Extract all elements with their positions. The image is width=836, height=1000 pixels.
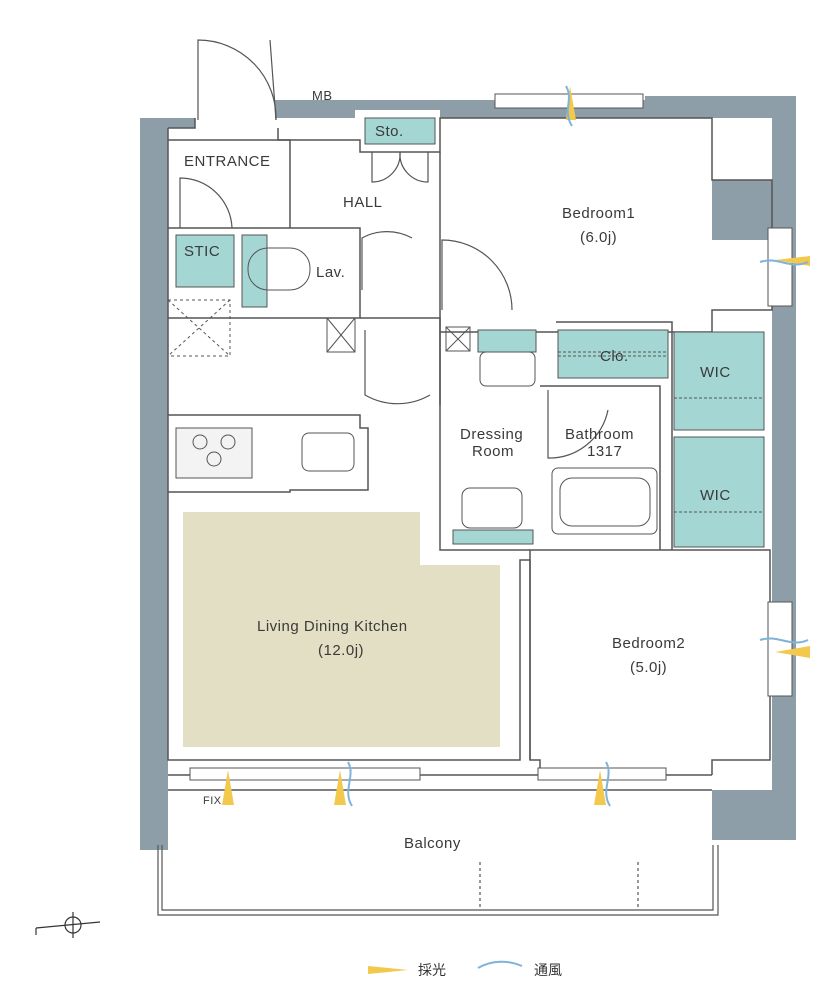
room-label-bathroom-1: Bathroom <box>565 426 635 443</box>
legend-light-label: 採光 <box>418 963 446 979</box>
room-label-lav: Lav. <box>316 264 346 281</box>
window-label-fix: FIX <box>203 795 222 807</box>
room-label-mb: MB <box>312 88 333 103</box>
wall-right <box>772 100 796 840</box>
dressing-top <box>477 329 537 353</box>
ventilation-markers <box>347 85 809 969</box>
dressing-bottom <box>452 529 534 545</box>
room-label-balcony: Balcony <box>404 835 461 852</box>
room-label-dressing-2: Room <box>472 443 515 460</box>
doors <box>179 39 609 459</box>
wic2-box <box>673 436 765 548</box>
stic-box <box>175 234 235 288</box>
room-size-bedroom2: (5.0j) <box>630 659 668 676</box>
room-label-bedroom1: Bedroom1 <box>562 205 636 222</box>
teal-fixtures <box>175 117 765 548</box>
wall-left <box>140 118 168 758</box>
room-label-hall: HALL <box>343 194 383 211</box>
balcony-rail <box>157 845 719 916</box>
compass-icon <box>35 912 101 938</box>
room-label-clo: Clo. <box>600 348 629 365</box>
room-size-bedroom1: (6.0j) <box>580 229 618 246</box>
ldk-floor <box>183 512 500 747</box>
wall-mb <box>275 100 355 118</box>
room-label-bathroom-2: 1317 <box>587 443 623 460</box>
room-label-entrance: ENTRANCE <box>184 153 271 170</box>
wall-top-left <box>140 118 195 128</box>
wall-left-lower <box>140 758 168 850</box>
wall-right-bottom <box>712 790 796 840</box>
wic1-box <box>673 331 765 431</box>
sto-box <box>364 117 436 145</box>
light-markers <box>222 86 810 974</box>
room-label-stic: STIC <box>184 243 221 260</box>
outer-walls <box>140 74 796 850</box>
room-label-ldk: Living Dining Kitchen <box>257 618 408 635</box>
room-label-wic-2: WIC <box>700 487 731 504</box>
clo-box <box>557 329 669 379</box>
room-label-wic-1: WIC <box>700 364 731 381</box>
lav-sink <box>241 234 268 308</box>
room-label-sto: Sto. <box>375 123 404 140</box>
room-size-ldk: (12.0j) <box>318 642 365 659</box>
room-label-bedroom2: Bedroom2 <box>612 635 686 652</box>
legend-ventilation-label: 通風 <box>534 963 562 979</box>
fixtures <box>167 247 764 535</box>
room-label-dressing-1: Dressing <box>460 426 524 443</box>
